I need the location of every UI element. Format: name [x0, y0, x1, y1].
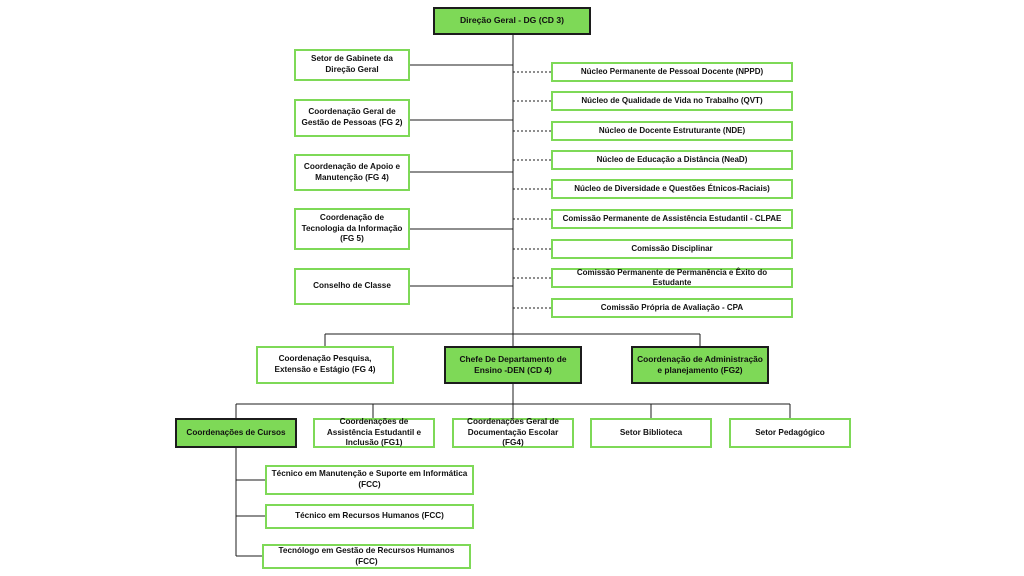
- node-setor-pedagogico: Setor Pedagógico: [729, 418, 851, 448]
- node-coord-pesquisa-extensao: Coordenação Pesquisa, Extensão e Estágio…: [256, 346, 394, 384]
- node-coord-tecnologia-informacao: Coordenação de Tecnologia da Informação …: [294, 208, 410, 250]
- node-chefe-departamento-ensino: Chefe De Departamento de Ensino -DEN (CD…: [444, 346, 582, 384]
- node-cpa: Comissão Própria de Avaliação - CPA: [551, 298, 793, 318]
- root-node-direcao-geral: Direção Geral - DG (CD 3): [433, 7, 591, 35]
- node-curso-tecnologo-gestao-rh: Tecnólogo em Gestão de Recursos Humanos …: [262, 544, 471, 569]
- node-coord-administracao: Coordenação de Administração e planejame…: [631, 346, 769, 384]
- node-conselho-classe: Conselho de Classe: [294, 268, 410, 305]
- node-setor-gabinete: Setor de Gabinete da Direção Geral: [294, 49, 410, 81]
- node-coordenacoes-cursos: Coordenações de Cursos: [175, 418, 297, 448]
- node-coord-gestao-pessoas: Coordenação Geral de Gestão de Pessoas (…: [294, 99, 410, 137]
- node-nppd: Núcleo Permanente de Pessoal Docente (NP…: [551, 62, 793, 82]
- node-coord-documentacao-escolar: Coordenações Geral de Documentação Escol…: [452, 417, 574, 448]
- node-setor-biblioteca: Setor Biblioteca: [590, 418, 712, 448]
- node-diversidade: Núcleo de Diversidade e Questões Étnicos…: [551, 179, 793, 199]
- node-comissao-permanencia: Comissão Permanente de Permanência e Êxi…: [551, 268, 793, 288]
- node-comissao-disciplinar: Comissão Disciplinar: [551, 239, 793, 259]
- node-nead: Núcleo de Educação a Distância (NeaD): [551, 150, 793, 170]
- node-clpae: Comissão Permanente de Assistência Estud…: [551, 209, 793, 229]
- node-coord-apoio-manutencao: Coordenação de Apoio e Manutenção (FG 4): [294, 154, 410, 191]
- node-nde: Núcleo de Docente Estruturante (NDE): [551, 121, 793, 141]
- node-curso-recursos-humanos: Técnico em Recursos Humanos (FCC): [265, 504, 474, 529]
- node-curso-manutencao-informatica: Técnico em Manutenção e Suporte em Infor…: [265, 465, 474, 495]
- node-qvt: Núcleo de Qualidade de Vida no Trabalho …: [551, 91, 793, 111]
- node-coord-assistencia-estudantil: Coordenações de Assistência Estudantil e…: [313, 417, 435, 448]
